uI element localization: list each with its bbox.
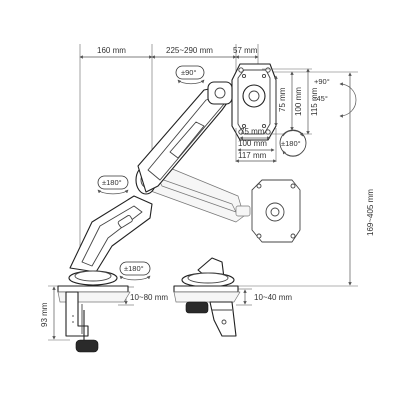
- tilt-indicator: +90° -45°: [314, 77, 357, 118]
- elbow-rotate-badge: ±180°: [97, 175, 129, 195]
- top-swivel-label: ±90°: [181, 68, 196, 77]
- grommet-base: [173, 257, 241, 337]
- vesa-horizontal-dims: 75 mm 100 mm 117 mm: [235, 127, 277, 163]
- dimension-layer: 160 mm 225~290 mm 57 mm 169~405 mm 93 mm…: [40, 44, 375, 341]
- tilt-down-label: -45°: [314, 94, 328, 103]
- rotation-labels: ±90° ±180° ±180°: [97, 65, 205, 281]
- clamp-range-label: 10~80 mm: [130, 293, 168, 302]
- tilt-up-label: +90°: [314, 77, 330, 86]
- base-rotate-badge: ±180°: [119, 261, 151, 281]
- arm-lowered-ghost: [147, 167, 301, 243]
- monitor-arm: [69, 81, 233, 273]
- height-range-label: 169~405 mm: [366, 189, 375, 236]
- vesa-offset-label: 57 mm: [233, 46, 258, 55]
- vesa-75-v-label: 75 mm: [278, 87, 287, 112]
- reach-arm-label: 225~290 mm: [166, 46, 213, 55]
- vesa-75-h-label: 75 mm: [240, 127, 265, 136]
- reach-base-label: 160 mm: [97, 46, 126, 55]
- head-rotate-indicator: ±180°: [279, 129, 307, 157]
- top-swivel-badge: ±90°: [175, 65, 205, 85]
- base-height-label: 93 mm: [40, 302, 49, 327]
- clamp-knob: [75, 339, 99, 353]
- vesa-vertical-dims: 75 mm 100 mm 115 mm: [262, 68, 319, 135]
- vesa-115-v-label: 115 mm: [310, 87, 319, 116]
- head-rotate-label: ±180°: [281, 139, 301, 148]
- vesa-plate-top: [231, 63, 277, 141]
- vesa-117-h-label: 117 mm: [238, 151, 267, 160]
- grommet-range-label: 10~40 mm: [254, 293, 292, 302]
- vesa-100-v-label: 100 mm: [294, 87, 303, 116]
- base-rotate-label: ±180°: [124, 264, 144, 273]
- elbow-rotate-label: ±180°: [102, 178, 122, 187]
- clamp-base: [57, 270, 131, 353]
- vesa-100-h-label: 100 mm: [238, 139, 267, 148]
